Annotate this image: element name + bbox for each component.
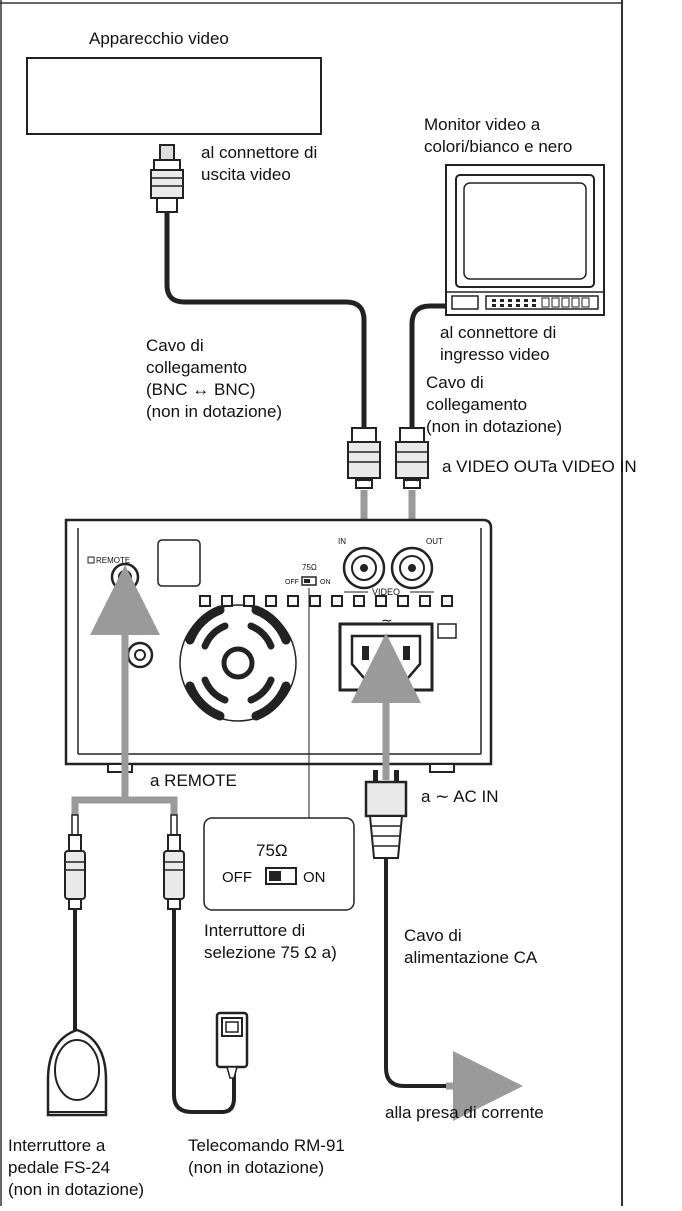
label-line: Telecomando RM-91 [188, 1136, 345, 1155]
bnc-connector-top [150, 144, 184, 213]
label-line: al connettore di [440, 323, 557, 342]
foot-pedal [46, 1028, 108, 1117]
label-to-outlet: alla presa di corrente [385, 1103, 544, 1122]
cable-bnc-left [164, 212, 367, 428]
panel-switch-on: ON [320, 579, 331, 586]
label-line: selezione 75 Ω a) [204, 943, 337, 962]
ac-power-cable [384, 858, 446, 1088]
video-monitor [445, 164, 605, 316]
callout-title: 75Ω [256, 841, 288, 860]
label-video-output-connector: al connettore di uscita video [201, 142, 317, 186]
mini-plug-footswitch [64, 814, 86, 910]
label-line: al connettore di [201, 143, 318, 162]
mini-plug-remote [163, 814, 185, 910]
label-line: ingresso video [440, 345, 550, 364]
label-remote-control: Telecomando RM-91 (non in dotazione) [188, 1135, 345, 1179]
label-line: (non in dotazione) [426, 417, 563, 436]
callout-on: ON [303, 869, 326, 886]
label-video-out-in: a VIDEO OUTa VIDEO IN [442, 456, 637, 478]
label-cable-bnc: Cavo di collegamento (BNC ↔ BNC) (non in… [146, 335, 282, 423]
remote-control-device [215, 1011, 249, 1079]
fan-grille [179, 604, 297, 722]
label-line: collegamento [426, 395, 528, 414]
label-line: Cavo di [146, 336, 204, 355]
ac-power-plug [364, 770, 408, 859]
label-line: Interruttore di [204, 921, 306, 940]
bnc-socket-out: OUT [390, 537, 443, 590]
label-line: (non in dotazione) [146, 402, 283, 421]
remote-splitter [71, 796, 178, 815]
label-line: pedale FS-24 [8, 1158, 111, 1177]
label-line: colori/bianco e nero [424, 137, 573, 156]
label-to-remote: a REMOTE [150, 771, 237, 790]
label-video-input-connector: al connettore di ingresso video [440, 322, 556, 366]
label-to-video-out: a VIDEO OUT [442, 457, 548, 476]
label-line: (non in dotazione) [8, 1180, 145, 1199]
ac-symbol: ∼ [381, 612, 393, 628]
label-line: alimentazione CA [404, 948, 538, 967]
label-switch-75: Interruttore di selezione 75 Ω a) [204, 920, 337, 964]
label-monitor: Monitor video a colori/bianco e nero [424, 114, 572, 158]
panel-out-label: OUT [426, 537, 443, 546]
manual-icon [437, 623, 457, 639]
panel-video-label: VIDEO [372, 587, 400, 597]
label-to-video-in: a VIDEO IN [547, 457, 637, 476]
label-power-cable: Cavo di alimentazione CA [404, 925, 537, 969]
panel-switch-off: OFF [285, 579, 299, 586]
label-footswitch: Interruttore a pedale FS-24 (non in dota… [8, 1135, 144, 1201]
callout-off: OFF [222, 869, 252, 886]
bnc-plug-video-in [395, 427, 429, 489]
remote-control-cable [172, 909, 236, 1114]
label-line: (BNC ↔ BNC) [146, 380, 256, 399]
panel-remote-label: REMOTE [96, 556, 130, 565]
label-line: (non in dotazione) [188, 1158, 325, 1177]
label-to-ac-in: a ∼ AC IN [421, 787, 499, 806]
bnc-socket-in: IN [338, 537, 386, 590]
label-line: Monitor video a [424, 115, 541, 134]
label-line: uscita video [201, 165, 291, 184]
label-line: collegamento [146, 358, 248, 377]
video-device-box [26, 57, 322, 135]
cable-bnc-right [409, 303, 446, 428]
switch-callout: 75Ω OFF ON [203, 817, 355, 911]
rear-panel: REMOTE 75Ω OFF [64, 518, 493, 773]
vent-row [199, 595, 453, 607]
label-line: Interruttore a [8, 1136, 106, 1155]
panel-switch-title: 75Ω [302, 563, 317, 572]
label-video-device: Apparecchio video [89, 29, 229, 48]
bnc-plug-video-out [347, 427, 381, 489]
label-line: Cavo di [404, 926, 462, 945]
label-cable-right: Cavo di collegamento (non in dotazione) [426, 372, 562, 438]
label-line: Cavo di [426, 373, 484, 392]
panel-in-label: IN [338, 537, 346, 546]
